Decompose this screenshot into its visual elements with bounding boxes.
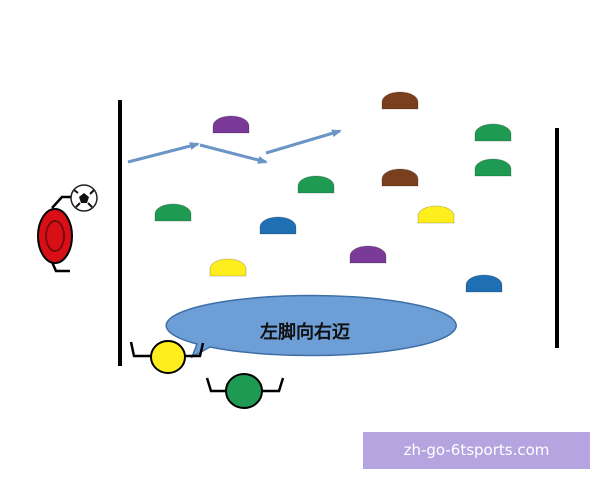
yellow-player-icon bbox=[129, 340, 205, 374]
cone-marker bbox=[259, 216, 297, 235]
cone-marker bbox=[212, 115, 250, 134]
movement-arrows bbox=[127, 129, 342, 164]
arrow-3 bbox=[265, 129, 342, 155]
cone-marker bbox=[381, 168, 419, 187]
cone-marker bbox=[154, 203, 192, 222]
cone-marker bbox=[209, 258, 247, 277]
cone-group bbox=[154, 91, 512, 293]
arrow-1 bbox=[127, 142, 200, 164]
cone-marker bbox=[297, 175, 335, 194]
cone-marker bbox=[474, 158, 512, 177]
cone-marker bbox=[474, 123, 512, 142]
arrow-2 bbox=[199, 143, 268, 164]
green-player-icon bbox=[205, 373, 285, 409]
yellow-player-body bbox=[150, 340, 186, 374]
cone-marker bbox=[465, 274, 503, 293]
red-player-body bbox=[37, 208, 73, 264]
speech-bubble bbox=[165, 294, 457, 359]
speech-bubble-text: 左脚向右迈 bbox=[260, 322, 350, 343]
green-player-body bbox=[225, 373, 263, 409]
soccer-ball-icon bbox=[70, 184, 98, 212]
red-player-icon bbox=[37, 195, 73, 273]
cone-marker bbox=[381, 91, 419, 110]
cone-marker bbox=[349, 245, 387, 264]
cone-marker bbox=[417, 205, 455, 224]
watermark: zh-go-6tsports.com bbox=[363, 432, 590, 469]
